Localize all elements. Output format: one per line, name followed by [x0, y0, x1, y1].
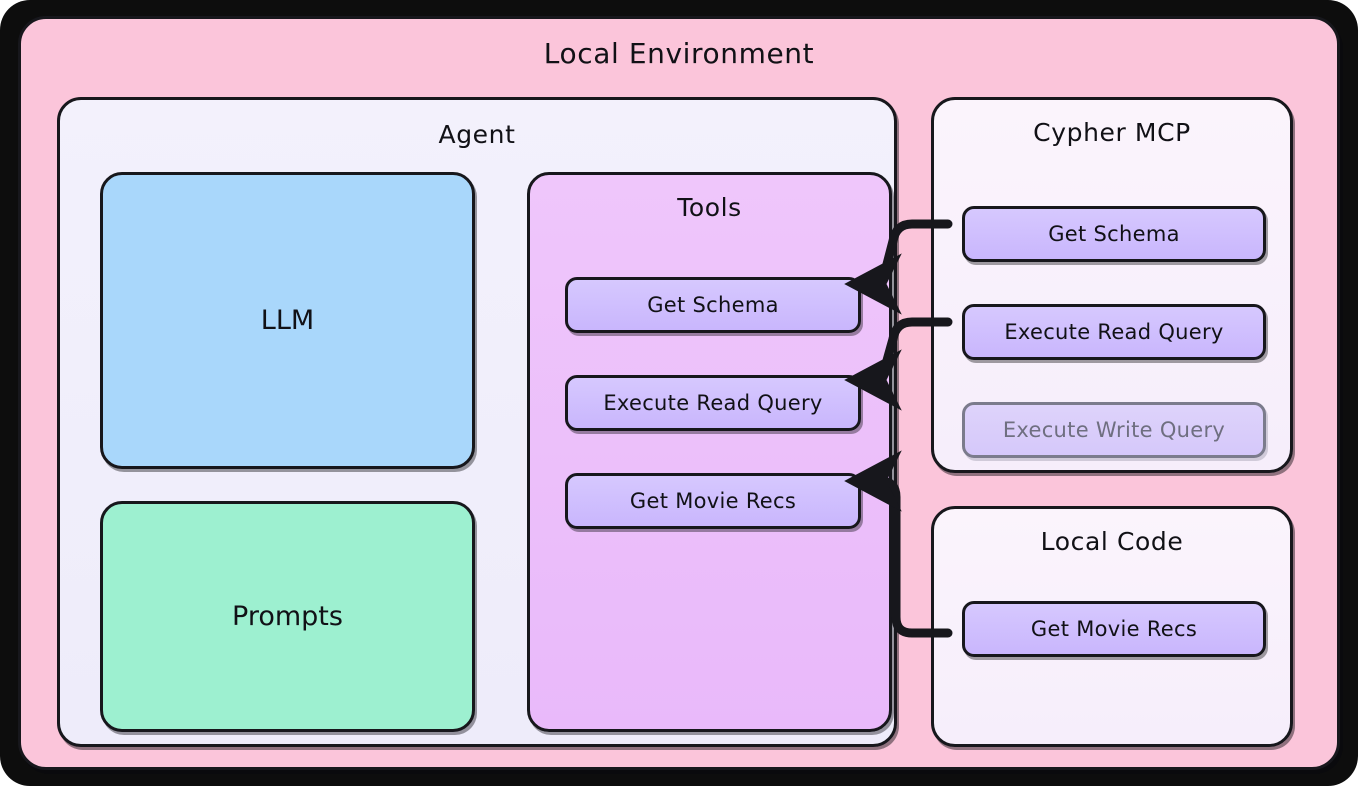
prompts-label: Prompts	[232, 601, 343, 632]
tools-panel: Tools Get Schema Execute Read Query Get …	[527, 172, 892, 732]
local-environment-panel: Local Environment Agent LLM Prompts Tool…	[18, 16, 1340, 770]
llm-box: LLM	[100, 172, 475, 469]
tools-title: Tools	[677, 193, 742, 222]
tool-get-movie-recs[interactable]: Get Movie Recs	[565, 473, 861, 529]
local-code-panel: Local Code Get Movie Recs	[931, 506, 1293, 747]
cypher-mcp-title: Cypher MCP	[1033, 118, 1191, 147]
local-environment-title: Local Environment	[543, 37, 815, 70]
mcp-execute-read-query[interactable]: Execute Read Query	[962, 304, 1266, 360]
agent-title: Agent	[438, 120, 516, 149]
local-code-get-movie-recs[interactable]: Get Movie Recs	[962, 601, 1266, 657]
cypher-mcp-panel: Cypher MCP Get Schema Execute Read Query…	[931, 97, 1293, 473]
tool-get-schema[interactable]: Get Schema	[565, 277, 861, 333]
mcp-get-schema[interactable]: Get Schema	[962, 206, 1266, 262]
mcp-execute-write-query: Execute Write Query	[962, 402, 1266, 458]
llm-label: LLM	[260, 305, 315, 336]
prompts-box: Prompts	[100, 501, 475, 732]
local-code-title: Local Code	[1040, 527, 1184, 556]
agent-panel: Agent LLM Prompts Tools Get Schema Execu…	[57, 97, 897, 747]
tool-execute-read-query[interactable]: Execute Read Query	[565, 375, 861, 431]
